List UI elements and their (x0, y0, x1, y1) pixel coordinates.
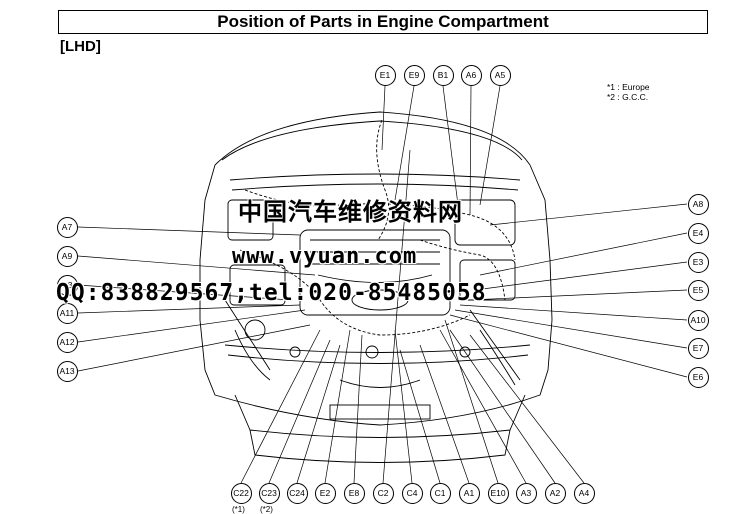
callout-e10: E10 (487, 482, 509, 504)
variant-label: [LHD] (60, 38, 101, 55)
callout-a12: A12 (56, 331, 78, 353)
callout-c2: C2 (372, 482, 394, 504)
callout-a13: A13 (56, 360, 78, 382)
callout-c22: C22 (230, 482, 252, 504)
callout-a3: A3 (515, 482, 537, 504)
callout-c3: C3 (56, 274, 78, 296)
page-title: Position of Parts in Engine Compartment (58, 10, 708, 34)
callout-note-c23: (*2) (260, 505, 273, 514)
callout-a11: A11 (56, 302, 78, 324)
callout-a4: A4 (573, 482, 595, 504)
watermark-line-1: 中国汽车维修资料网 (238, 198, 463, 226)
footnote-europe: *1 : Europe (607, 82, 650, 92)
callout-e4: E4 (687, 222, 709, 244)
callout-e3: E3 (687, 251, 709, 273)
callout-c24: C24 (286, 482, 308, 504)
callout-e9: E9 (403, 64, 425, 86)
callout-a8: A8 (687, 193, 709, 215)
watermark-line-3: QQ:838829567;tel:020-85485058 (56, 280, 487, 306)
callout-a10: A10 (687, 309, 709, 331)
callout-e7: E7 (687, 337, 709, 359)
footnotes: *1 : Europe *2 : G.C.C. (607, 82, 650, 102)
leader-lines (77, 85, 688, 484)
callout-c23: C23 (258, 482, 280, 504)
callout-e6: E6 (687, 366, 709, 388)
engine-outline (199, 111, 553, 463)
callout-a6: A6 (460, 64, 482, 86)
callout-e2: E2 (314, 482, 336, 504)
callout-e1: E1 (374, 64, 396, 86)
callout-a5: A5 (489, 64, 511, 86)
callout-note-c22: (*1) (232, 505, 245, 514)
callout-c4: C4 (401, 482, 423, 504)
callout-c1: C1 (429, 482, 451, 504)
callout-e5: E5 (687, 279, 709, 301)
footnote-gcc: *2 : G.C.C. (607, 92, 649, 102)
callout-a7: A7 (56, 216, 78, 238)
callout-e8: E8 (343, 482, 365, 504)
watermark-line-2: www.vyuan.com (232, 244, 418, 269)
callout-a1: A1 (458, 482, 480, 504)
callout-a2: A2 (544, 482, 566, 504)
callout-b1: B1 (432, 64, 454, 86)
callout-a9: A9 (56, 245, 78, 267)
